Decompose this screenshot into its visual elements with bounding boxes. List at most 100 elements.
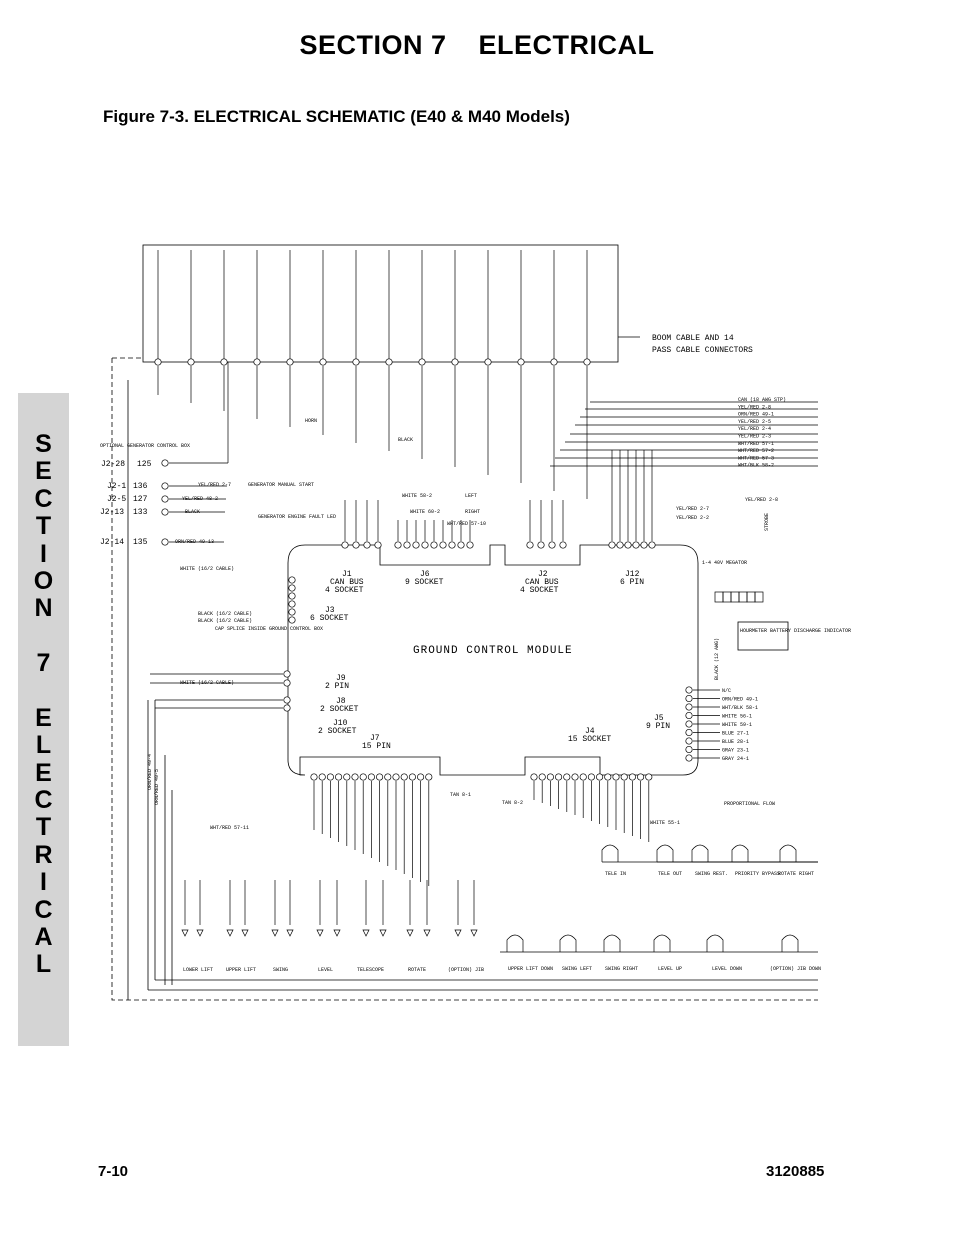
- document-number: 3120885: [766, 1163, 825, 1180]
- j5-wire-label-0: N/C: [722, 688, 731, 694]
- bottom-function-label-2: SWING: [273, 967, 288, 973]
- j9-pin: [283, 679, 291, 687]
- j6-pin: [394, 541, 402, 549]
- j5-pin: [685, 737, 693, 745]
- hourmeter-box: [737, 621, 789, 651]
- j9-name: J9: [336, 674, 346, 683]
- j4-pin: [579, 773, 587, 781]
- boom-connector-pin: [352, 358, 360, 366]
- j6-name: J6: [420, 570, 430, 579]
- j4-pin: [587, 773, 595, 781]
- gen-ref-pin: [161, 459, 169, 467]
- valve-coil: [181, 929, 189, 937]
- j2-pins: 4 SOCKET: [520, 586, 559, 595]
- dashed-boundary: [111, 357, 818, 1001]
- right-wire-label-8: WHT/RED 57-3: [738, 455, 774, 461]
- j7-name: J7: [370, 734, 380, 743]
- j2-type: CAN BUS: [525, 578, 559, 587]
- black16-1-label: BLACK (16/2 CABLE): [198, 611, 252, 617]
- j1-name: J1: [342, 570, 352, 579]
- boom-connector-pin: [154, 358, 162, 366]
- j7-pin: [359, 773, 367, 781]
- black16-2-label: BLACK (16/2 CABLE): [198, 618, 252, 624]
- j12-pin: [608, 541, 616, 549]
- j10-name: J10: [333, 719, 348, 728]
- j3-pin: [288, 584, 296, 592]
- right-wire-label-6: WHT/RED 57-1: [738, 441, 774, 447]
- meter-label: HOURMETER BATTERY DISCHARGE INDICATOR: [740, 628, 851, 634]
- j4-pin: [538, 773, 546, 781]
- boom-connector-pin: [583, 358, 591, 366]
- j7-pin: [376, 773, 384, 781]
- j3-pin: [288, 608, 296, 616]
- j6-pin: [421, 541, 429, 549]
- terminal-block-cell: [722, 591, 732, 603]
- row2-function-label-3: LEVEL UP: [658, 966, 682, 972]
- j12-pin: [640, 541, 648, 549]
- left-ref-2: J2-5: [107, 495, 126, 504]
- gen-ref-pin: [161, 482, 169, 490]
- j4-pin: [563, 773, 571, 781]
- boom-connector-pin: [451, 358, 459, 366]
- j3-pin: [288, 592, 296, 600]
- j5-wire-label-7: GRAY 23-1: [722, 748, 749, 754]
- horn-label: HORN: [305, 418, 317, 424]
- j4-pin: [596, 773, 604, 781]
- ground-control-module-outline: [287, 544, 699, 776]
- coil-loop: [559, 934, 577, 952]
- bottom-function-label-4: TELESCOPE: [357, 967, 384, 973]
- valve-coil: [226, 929, 234, 937]
- j6-pin: [439, 541, 447, 549]
- j5-pin: [685, 711, 693, 720]
- boom-label-1: BOOM CABLE AND 14: [652, 334, 734, 343]
- j8-pin: [283, 704, 291, 712]
- j3-pins: 6 SOCKET: [310, 614, 349, 623]
- gen-fault-label: GENERATOR ENGINE FAULT LED: [258, 514, 336, 520]
- j8-pin: [283, 696, 291, 704]
- valve-coil: [379, 929, 387, 937]
- left-ref-0: J2-28: [101, 460, 125, 469]
- valve-coil: [423, 929, 431, 937]
- j10-pins: 2 SOCKET: [318, 727, 357, 736]
- j6-pin: [430, 541, 438, 549]
- ornred495-label: ORN/RED 49-5: [154, 769, 160, 805]
- coil-loop: [656, 844, 674, 862]
- row2-function-label-0: UPPER LIFT DOWN: [508, 966, 553, 972]
- right-wire-label-5: YEL/RED 2-3: [738, 434, 771, 440]
- j5-name: J5: [654, 714, 664, 723]
- j4-pin: [604, 773, 612, 781]
- j7-pin: [408, 773, 416, 781]
- coil-loop: [781, 934, 799, 952]
- j5-pin: [685, 694, 693, 703]
- j1-pins: 4 SOCKET: [325, 586, 364, 595]
- boom-connector-pin: [517, 358, 525, 366]
- j4-pin: [546, 773, 554, 781]
- j5-pin: [685, 703, 693, 711]
- j1-pin: [374, 541, 382, 549]
- j4-pin: [645, 773, 653, 781]
- terminal-block-cell: [738, 591, 748, 603]
- boom-connector-pin: [220, 358, 228, 366]
- left-ref-4-num: 135: [133, 538, 148, 547]
- j7-pin: [384, 773, 392, 781]
- valve-coil: [196, 929, 204, 937]
- left-ref-3-num: 133: [133, 508, 148, 517]
- j5-wire-label-8: GRAY 24-1: [722, 756, 749, 762]
- valve-coil: [362, 929, 370, 937]
- bottom-function-label-6: (OPTION) JIB: [448, 967, 484, 973]
- right-wire-label-3: YEL/RED 2-5: [738, 419, 771, 425]
- yelred22-label: YEL/RED 2-2: [676, 515, 709, 521]
- j5-wire-label-1: ORN/RED 49-1: [722, 697, 758, 703]
- section-title: SECTION 7 ELECTRICAL: [299, 30, 655, 60]
- j5-pin: [685, 745, 693, 754]
- right-function-label-1: TELE OUT: [658, 871, 682, 877]
- j12-name: J12: [625, 570, 640, 579]
- right-function-label-4: ROTATE RIGHT: [778, 871, 814, 877]
- j4-pin: [571, 773, 579, 781]
- j5-wire-label-3: WHITE 56-1: [722, 714, 752, 720]
- valve-coil: [316, 929, 324, 937]
- right-function-label-2: SWING REST.: [695, 871, 728, 877]
- ornred494-label: ORN/RED 49-4: [147, 754, 153, 790]
- valve-coil: [454, 929, 462, 937]
